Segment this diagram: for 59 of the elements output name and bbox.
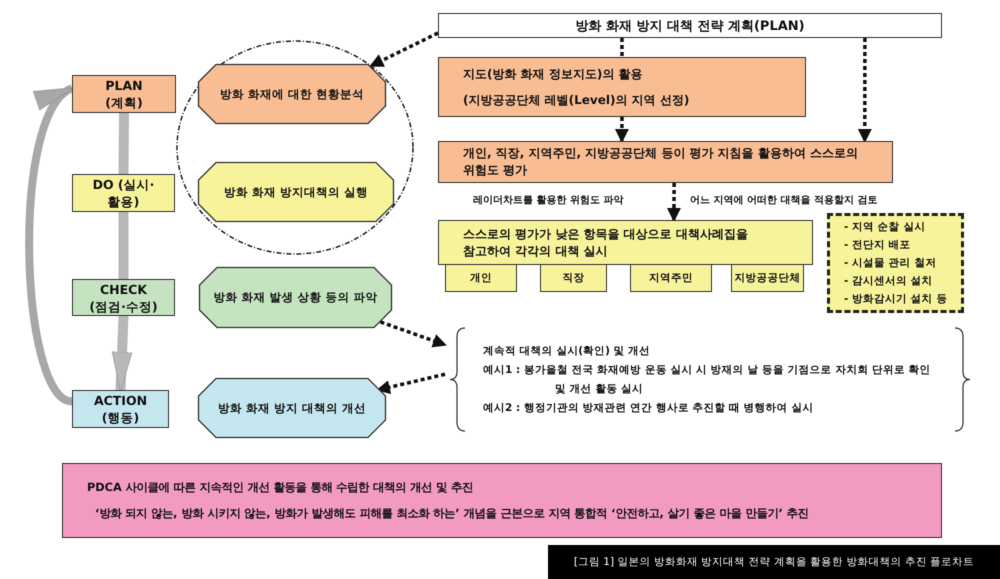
stage-description: 방화 화재 방지대책의 실행: [224, 184, 368, 200]
octagon-box: [198, 162, 394, 222]
sub-box: [731, 264, 804, 292]
plan-title: 방화 화재 방지 대책 전략 계획(PLAN): [575, 18, 805, 34]
step-text: 개인, 직장, 지역주민, 지방공공단체 등이 평가 지침을 활용하여 스스로의 위험도 평가: [463, 145, 860, 179]
list-item: - 감시센서의 설치: [844, 274, 934, 289]
step-text: 스스로의 평가가 낮은 항목을 대상으로 대책사례집을 참고하여 각각의 대책 실시: [463, 226, 749, 260]
dashed-arrow: [858, 38, 872, 143]
target-label: 직장: [562, 271, 584, 285]
list-item: - 시설물 관리 철저: [844, 256, 938, 271]
target-label: 지역주민: [649, 271, 693, 285]
target-label: 개인: [470, 271, 492, 285]
stage-label: DO (실시·활용): [92, 176, 156, 210]
list-item: - 방화감시기 설치 등: [844, 292, 948, 307]
octagon-box: [199, 267, 392, 328]
step-text: (지방공공단체 레벨(Level)의 지역 선정): [463, 92, 690, 109]
stage-box: [72, 390, 169, 428]
stage-label: ACTION (행동): [92, 392, 148, 426]
dashed-list-box: [827, 213, 964, 313]
process-box: [438, 220, 813, 265]
summary-box: [62, 463, 942, 538]
caption: [그림 1] 일본의 방화화재 방지대책 전략 계획을 활용한 방화대책의 추진 플로차트: [548, 545, 1000, 579]
stage-label: PLAN (계획): [104, 77, 144, 111]
dashed-arrow: [614, 116, 629, 143]
flow-arrow: [25, 85, 74, 406]
dashed-line: [620, 38, 624, 57]
example-text: 예시1 : 봉가을철 전국 화재예방 운동 실시 시 방재의 날 등을 기점으로 자치회 단위로 확인 및 개선 활동 실시: [483, 362, 932, 396]
stage-box: [72, 174, 175, 212]
annotation-text: 레이더차트를 활용한 위험도 파악: [473, 194, 624, 207]
dashed-circle: [176, 40, 414, 255]
dashed-arrow: [666, 182, 681, 222]
stage-description: 방화 화재 방지 대책의 개선: [218, 400, 366, 416]
octagon-box: [198, 64, 386, 124]
title-box: [438, 13, 942, 38]
flow-shaft: [118, 212, 128, 279]
sub-box: [445, 264, 517, 292]
stage-description: 방화 화재에 대한 현황분석: [220, 86, 364, 102]
stage-description: 방화 화재 발생 상황 등의 파악: [213, 290, 378, 305]
example-text: 예시2 : 행정기관의 방재관련 연간 행사로 추진할 때 병행하여 실시: [483, 400, 814, 416]
stage-box: [72, 75, 176, 113]
note-heading: 계속적 대책의 실시(확인) 및 개선: [483, 344, 652, 358]
octagon-box: [198, 378, 386, 438]
dashed-arrow: [380, 320, 447, 348]
step-text: 지도(방화 화재 정보지도)의 활용: [463, 66, 644, 83]
sub-box: [630, 264, 712, 292]
sub-box: [540, 264, 607, 292]
stage-box: [72, 279, 175, 316]
process-box: [438, 57, 806, 117]
annotation-text: 어느 지역에 어떠한 대책을 적용할지 검토: [690, 194, 878, 207]
flow-shaft: [118, 112, 129, 174]
summary-text: PDCA 사이클에 따른 지속적인 개선 활동을 통해 수립한 대책의 개선 및 추진: [87, 480, 474, 496]
stage-label: CHECK (점검·수정): [88, 280, 159, 314]
dashed-arrow: [369, 31, 439, 68]
summary-text: ‘방화 되지 않는, 방화 시키지 않는, 방화가 발생해도 피해를 최소화 하는’ 개념을 근본으로 지역 통합적 ‘안전하고, 살기 좋은 마을 만들기’ 추진: [94, 506, 810, 522]
list-item: - 전단지 배포: [844, 238, 912, 253]
target-label: 지방공공단체: [734, 271, 800, 285]
list-item: - 지역 순찰 실시: [844, 220, 926, 235]
process-box: [438, 141, 893, 183]
flow-arrow: [112, 316, 132, 392]
